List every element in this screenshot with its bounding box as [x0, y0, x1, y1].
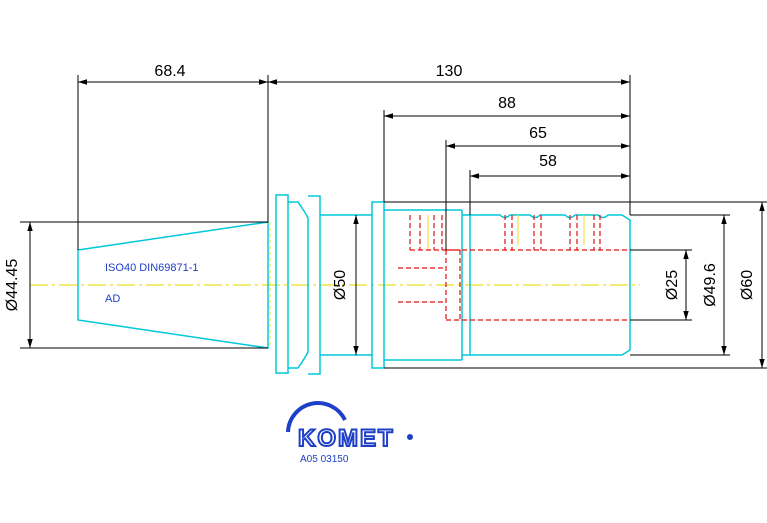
- dim-dia-60: Ø60: [739, 270, 756, 300]
- dim-58: 58: [539, 153, 557, 170]
- dimension-lines: [27, 79, 765, 368]
- flange-marks: [269, 215, 585, 348]
- dim-dia-49-6: Ø49.6: [702, 263, 719, 307]
- dim-68-4: 68.4: [154, 63, 185, 80]
- dim-88: 88: [498, 95, 516, 112]
- part-number: A05 03150: [300, 454, 349, 465]
- logo-dot: [407, 434, 413, 440]
- logo-arc: [286, 401, 347, 433]
- komet-logo: KOMET A05 03150: [286, 401, 413, 465]
- dim-dia-44-45: Ø44.45: [4, 259, 21, 312]
- extension-lines: [20, 75, 767, 369]
- hidden-lines: [398, 215, 630, 321]
- dim-65: 65: [529, 125, 547, 142]
- logo-brand: KOMET: [298, 425, 395, 452]
- form-label: AD: [105, 293, 120, 305]
- standard-label: ISO40 DIN69871-1: [105, 262, 199, 274]
- dim-130: 130: [436, 63, 463, 80]
- dim-dia-25: Ø25: [664, 270, 681, 300]
- tool-outline: [77, 194, 631, 375]
- dim-dia-50: Ø50: [332, 270, 349, 300]
